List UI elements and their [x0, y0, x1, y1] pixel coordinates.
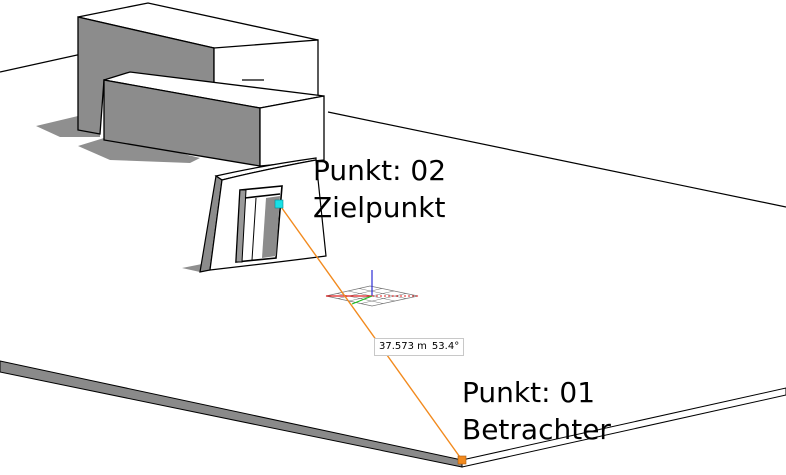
front-building-right-face — [259, 95, 325, 167]
measurement-angle: 53.4° — [431, 341, 460, 352]
ground-plane — [0, 45, 786, 468]
target-point-label: Punkt: 02 Zielpunkt — [313, 152, 446, 226]
target-point-marker[interactable] — [274, 199, 284, 209]
ground-right-edge — [327, 111, 786, 208]
door-crossbar — [244, 193, 281, 199]
measurement-distance: 37.573 m — [379, 341, 427, 352]
axes-grid-line — [360, 293, 407, 304]
door-split — [251, 197, 257, 261]
ground-side-thickness — [461, 387, 786, 468]
axes-cursor — [325, 270, 419, 307]
viewer-point-number: Punkt: 01 — [462, 376, 596, 409]
viewer-point-marker[interactable] — [457, 455, 467, 465]
door-opening-dark — [262, 196, 280, 258]
axis-green — [351, 295, 373, 305]
ground-front-thickness — [0, 360, 463, 468]
target-point-caption: Zielpunkt — [313, 191, 446, 224]
curved-wall — [199, 157, 327, 273]
viewer-point-caption: Betrachter — [462, 413, 611, 446]
measurement-tooltip: 37.573 m 53.4° — [374, 338, 465, 356]
door-left-jamb — [235, 189, 247, 263]
measure-line — [278, 203, 463, 461]
viewer-point-label: Punkt: 01 Betrachter — [462, 374, 611, 448]
front-building — [103, 71, 325, 167]
front-building-shadow — [78, 138, 200, 163]
target-point-number: Punkt: 02 — [313, 154, 447, 187]
